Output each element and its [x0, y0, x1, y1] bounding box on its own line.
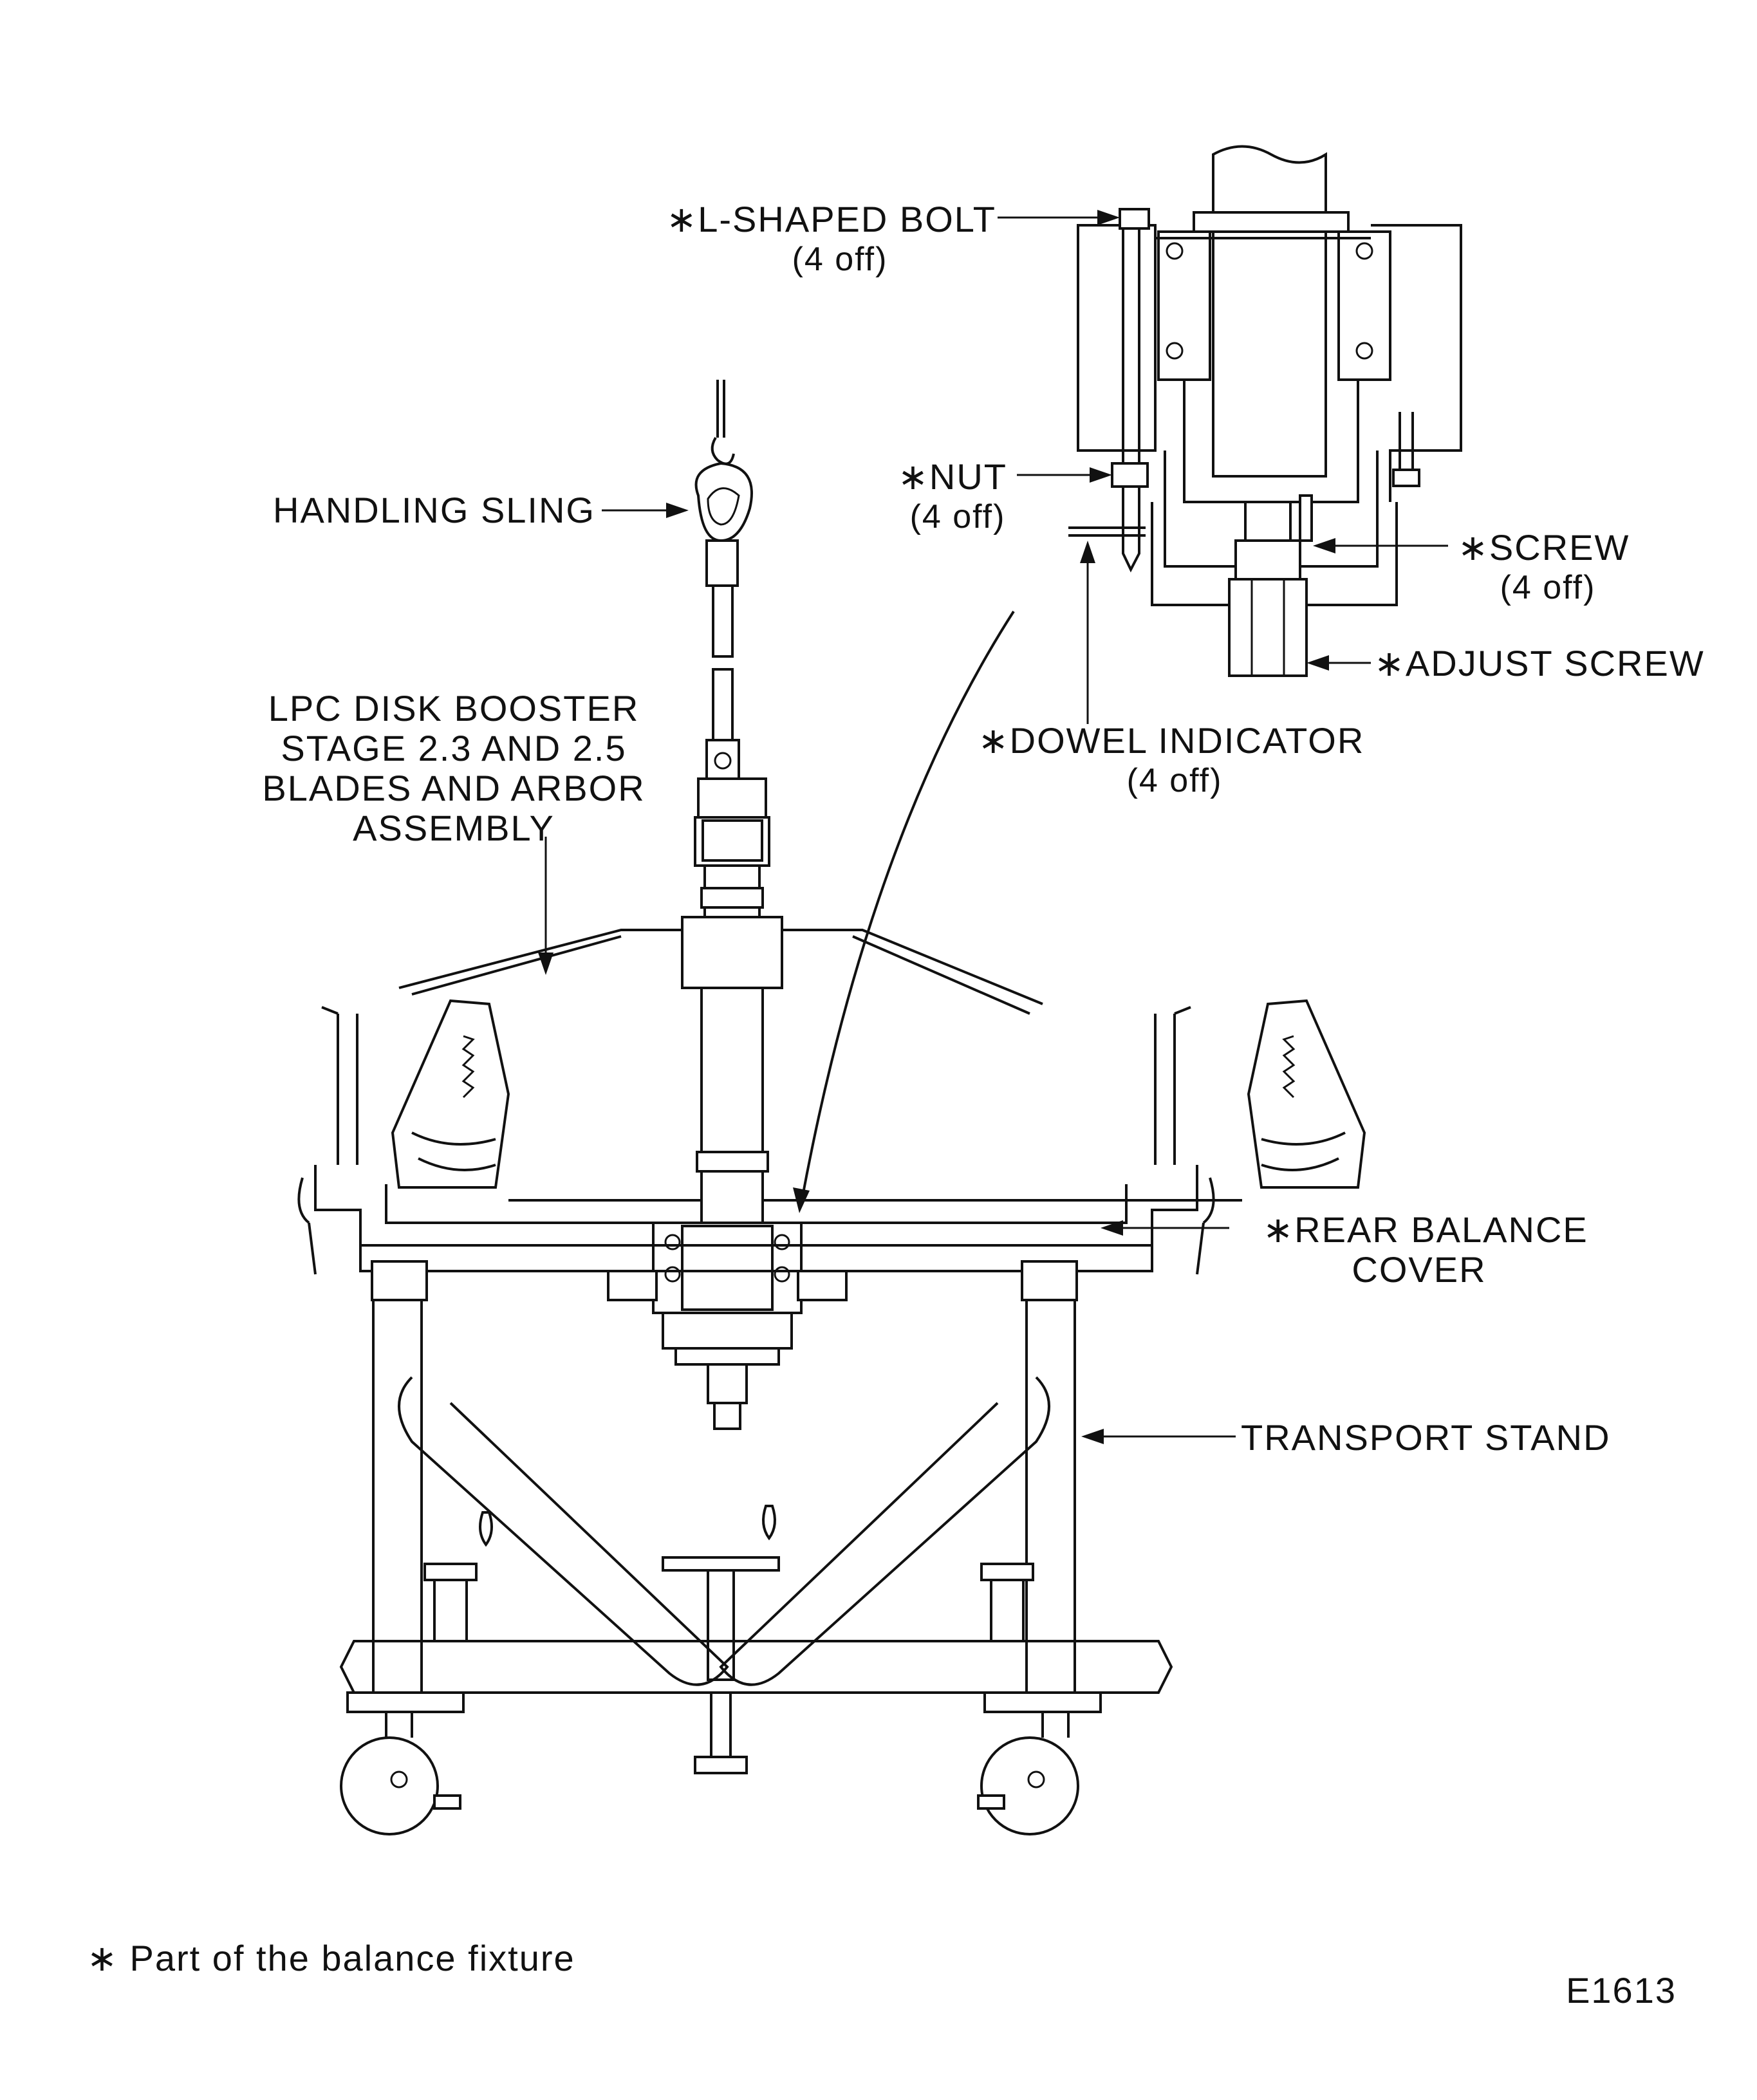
- detail-screw: [1299, 494, 1313, 542]
- label-l-shaped-bolt: ∗L-SHAPED BOLT: [666, 199, 996, 239]
- detail-bearing-left: [1157, 230, 1211, 381]
- handling-sling: [694, 380, 753, 780]
- detail-dowel: [1122, 487, 1140, 573]
- detail-bearing-right: [1337, 230, 1391, 381]
- detail-callout-arrow: [800, 610, 1015, 1204]
- arbor-hub: [681, 916, 783, 989]
- arbor-shaft: [700, 987, 764, 1169]
- figure-id: E1613: [1566, 1970, 1677, 2011]
- detail-adjust-screw: [1228, 578, 1308, 677]
- label-screw: ∗SCREW: [1458, 527, 1630, 568]
- left-blade-pack: [391, 999, 510, 1189]
- right-leg: [1025, 1299, 1076, 1694]
- detail-housing-right: [1371, 224, 1462, 502]
- label-rear-balance-line2: COVER: [1352, 1249, 1486, 1290]
- label-handling-sling: HANDLING SLING: [273, 490, 595, 530]
- rear-balance-cover: [297, 1006, 1215, 1275]
- arbor-upper-block: [694, 816, 770, 867]
- detail-l-shaped-bolt: [1119, 208, 1150, 230]
- label-l-shaped-bolt-qty: (4 off): [792, 241, 888, 278]
- detail-shaft-collar: [1193, 211, 1350, 233]
- right-wheel: [980, 1736, 1079, 1835]
- detail-housing-left: [1077, 224, 1157, 452]
- label-nut: ∗NUT: [898, 456, 1007, 497]
- detail-view: [1068, 145, 1462, 677]
- right-brace: [719, 1376, 1050, 1686]
- footnote: ∗ Part of the balance fixture: [87, 1938, 575, 1978]
- detail-inner-body: [1212, 230, 1327, 478]
- lpc-disk-booster: [391, 929, 1366, 1202]
- left-leg: [372, 1299, 423, 1694]
- sling-link: [705, 539, 739, 587]
- label-transport-stand: TRANSPORT STAND: [1241, 1417, 1611, 1458]
- label-screw-qty: (4 off): [1500, 569, 1596, 606]
- label-nut-qty: (4 off): [910, 498, 1006, 535]
- label-dowel-indicator: ∗DOWEL INDICATOR: [978, 720, 1365, 761]
- leader-lines: [538, 210, 1448, 1444]
- arbor-assembly: [607, 777, 848, 1430]
- detail-nut: [1111, 462, 1149, 488]
- right-blade-pack: [1247, 999, 1366, 1189]
- labels: ∗L-SHAPED BOLT (4 off) ∗NUT (4 off) ∗SCR…: [87, 199, 1705, 2011]
- label-lpc-line4: ASSEMBLY: [353, 808, 555, 848]
- detail-shaft: [1212, 145, 1327, 212]
- transport-stand: [339, 1244, 1173, 1835]
- left-wheel: [340, 1736, 439, 1835]
- label-rear-balance-line1: ∗REAR BALANCE: [1263, 1209, 1588, 1250]
- label-lpc-line3: BLADES AND ARBOR: [262, 768, 645, 808]
- label-adjust-screw: ∗ADJUST SCREW: [1374, 643, 1705, 683]
- base-frame: [339, 1640, 1173, 1694]
- left-brace: [398, 1376, 729, 1686]
- label-lpc-line1: LPC DISK BOOSTER: [268, 688, 640, 729]
- detail-dowel-pin: [1068, 526, 1146, 537]
- label-lpc-line2: STAGE 2.3 AND 2.5: [281, 728, 626, 768]
- label-dowel-indicator-qty: (4 off): [1127, 762, 1223, 799]
- sling-shackle: [694, 461, 753, 543]
